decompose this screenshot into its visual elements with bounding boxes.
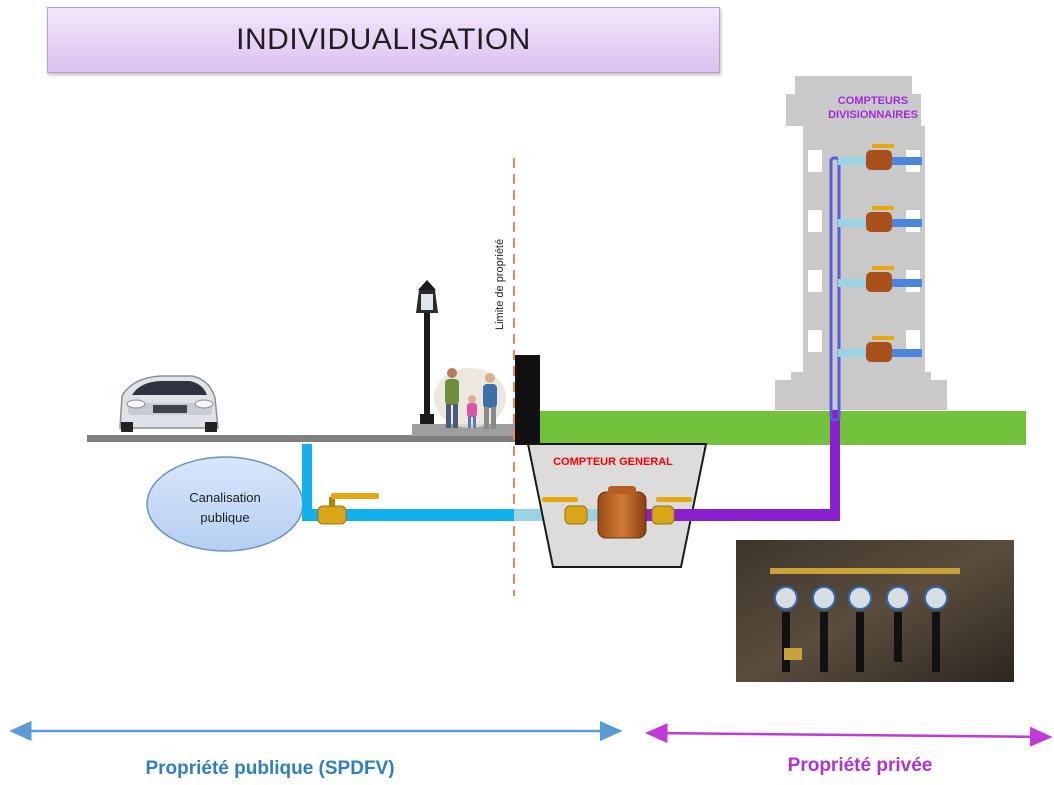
divisional-meter-floor-4 <box>838 336 922 362</box>
valve-icon <box>651 497 692 525</box>
manifold-photo <box>736 540 1014 682</box>
divisional-meter-floor-3 <box>838 266 922 292</box>
valve-icon <box>542 497 588 525</box>
property-limit-label: Limite de propriété <box>494 238 506 330</box>
public-branch-vertical <box>302 444 312 516</box>
water-meter-icon <box>597 486 647 539</box>
private-pipe-horizontal <box>680 509 840 521</box>
divisional-meter-floor-1 <box>838 144 922 170</box>
canalisation-label-line2: publique <box>200 510 250 525</box>
compteurs-divisionnaires-label: COMPTEURS DIVISIONNAIRES <box>793 94 953 122</box>
road-surface <box>87 435 515 442</box>
property-wall <box>515 355 540 445</box>
public-branch-horizontal <box>302 509 514 521</box>
sidewalk <box>412 424 515 436</box>
canalisation-label-line1: Canalisation <box>189 490 261 505</box>
street-lamp-icon <box>416 280 438 424</box>
private-property-label: Propriété privée <box>787 755 933 776</box>
car-icon <box>119 375 219 432</box>
private-pipe-vertical <box>830 410 840 521</box>
diagram-title: INDIVIDUALISATION <box>47 7 720 73</box>
compteur-general-label: COMPTEUR GENERAL <box>553 456 673 468</box>
private-ground <box>540 411 1026 445</box>
private-property-arrow <box>645 723 1053 747</box>
valve-icon <box>317 493 379 525</box>
public-property-label: Propriété publique (SPDFV) <box>145 758 395 779</box>
canalisation-label: Canalisation publique <box>150 488 300 528</box>
pedestrians-icon <box>434 368 506 429</box>
riser-pipe <box>829 156 841 422</box>
compteurs-div-line1: COMPTEURS <box>837 95 909 107</box>
building-icon <box>775 76 947 410</box>
compteurs-div-line2: DIVISIONNAIRES <box>828 109 918 121</box>
divisional-meter-floor-2 <box>838 206 922 232</box>
